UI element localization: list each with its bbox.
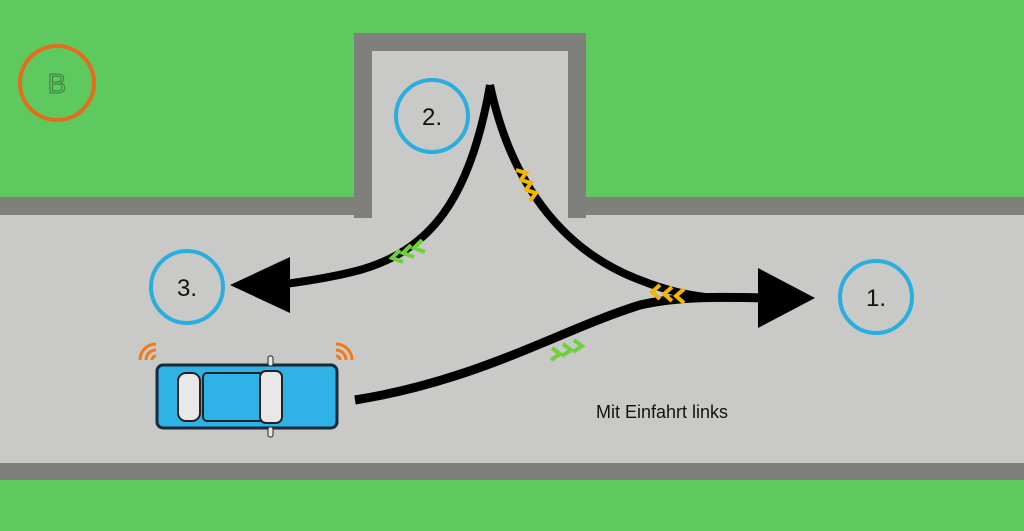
marker-3: 3.: [149, 249, 225, 325]
main-road: [0, 215, 1024, 463]
badge-b: B: [18, 44, 96, 122]
marker-2: 2.: [394, 78, 470, 154]
svg-text:3.: 3.: [177, 275, 197, 302]
chevrons-yellow-lower: [648, 283, 686, 305]
chevrons-green-left: [388, 238, 426, 264]
arrow-head-3: [230, 257, 290, 313]
path-straight: [354, 292, 766, 405]
svg-text:B: B: [48, 68, 67, 99]
marker-1: 1.: [838, 259, 914, 335]
chevrons-yellow-upper: [515, 168, 540, 203]
svg-text:2.: 2.: [422, 104, 442, 131]
signal-right-icon: [335, 342, 354, 361]
chevrons-green-right: [549, 338, 586, 362]
car: [138, 342, 354, 438]
svg-text:1.: 1.: [866, 285, 886, 312]
caption: Mit Einfahrt links: [596, 402, 728, 422]
signal-left-icon: [138, 342, 157, 361]
arrow-head-1: [758, 268, 815, 328]
